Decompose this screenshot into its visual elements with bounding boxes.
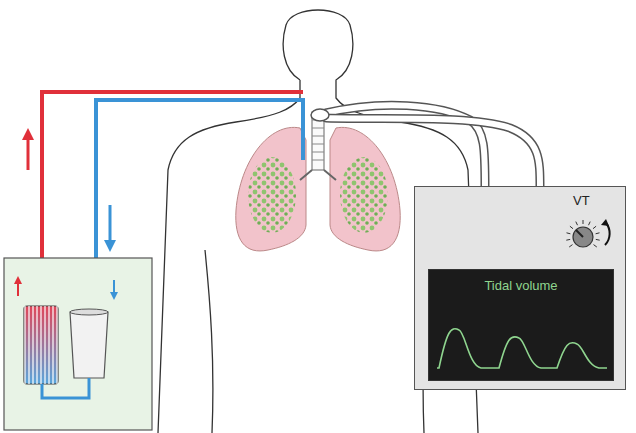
pump — [70, 312, 108, 378]
ventilator-box: VT Tidal volume — [414, 186, 626, 390]
tidal-waveform — [429, 314, 613, 374]
screen-title: Tidal volume — [429, 278, 613, 293]
ventilator-tubing — [326, 105, 540, 188]
dial-label: VT — [573, 193, 590, 208]
oxygenator — [24, 306, 58, 384]
ventilator-screen: Tidal volume — [428, 269, 614, 381]
left-lung — [236, 127, 306, 251]
vt-dial — [561, 211, 621, 261]
right-lung — [330, 127, 400, 251]
ecmo-console — [4, 258, 152, 430]
